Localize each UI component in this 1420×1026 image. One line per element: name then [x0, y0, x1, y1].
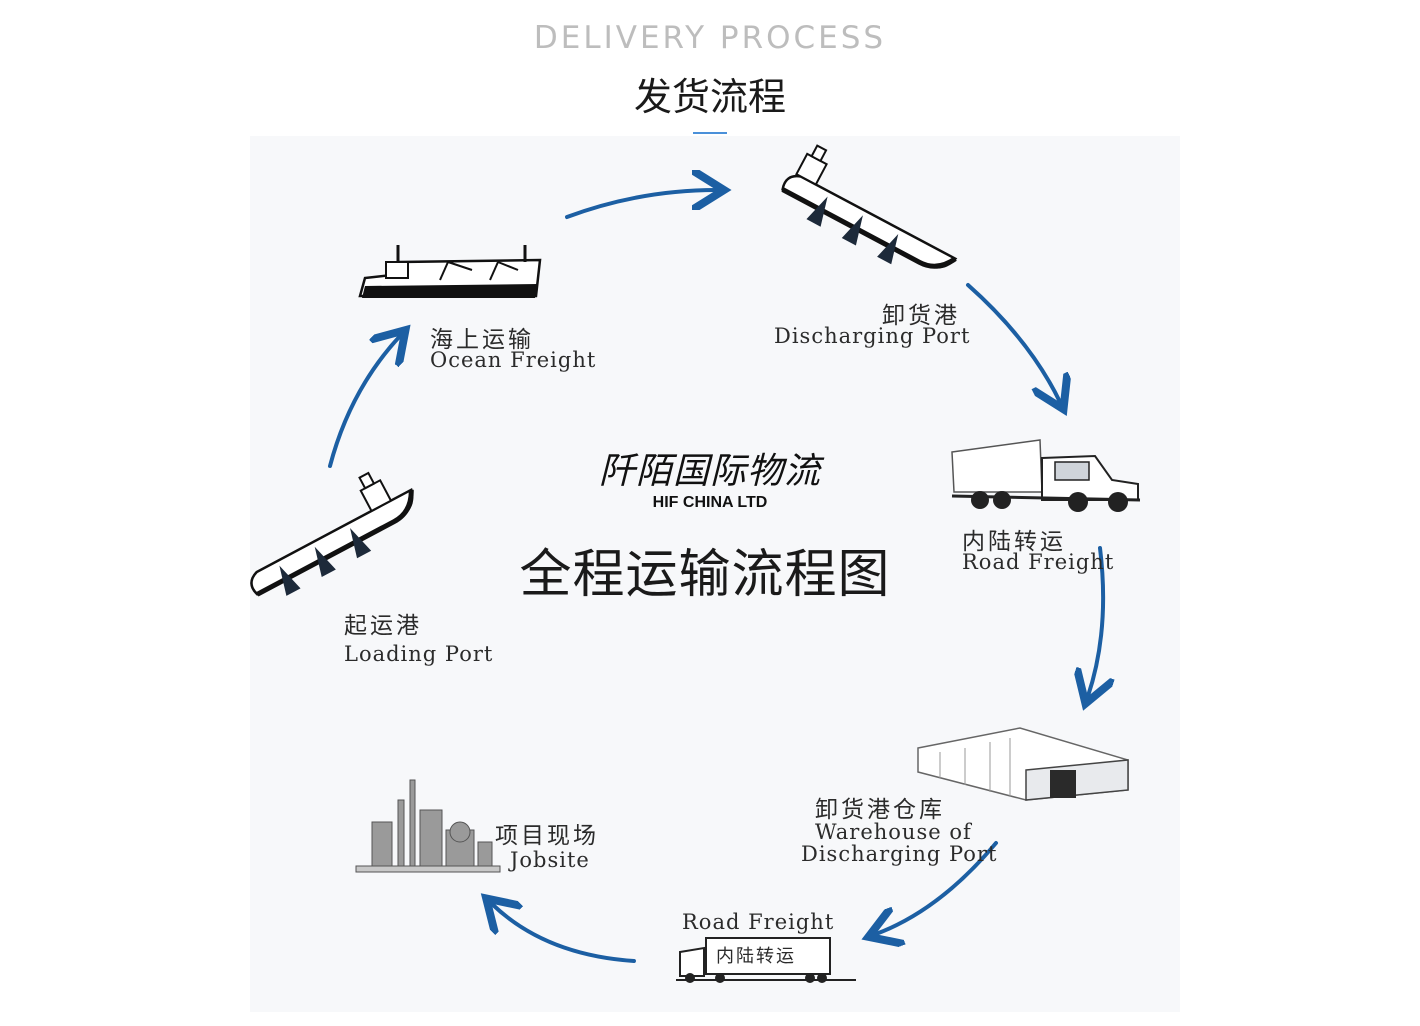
road-freight-1-label-en: Road Freight: [962, 550, 1115, 574]
arrow-discharging-to-road: [966, 283, 1060, 402]
discharging-port-label-en: Discharging Port: [774, 324, 971, 348]
loading-port-label-en: Loading Port: [344, 642, 494, 666]
road-freight-2-truck-text: 内陆转运: [716, 946, 796, 967]
brand-name-en: HIF CHINA LTD: [652, 494, 768, 511]
ocean-freight-ship-icon: [358, 245, 542, 298]
arrow-ocean-to-discharging: [565, 190, 716, 219]
arrow-warehouse-to-road: [876, 841, 998, 934]
diagram-title: 全程运输流程图: [519, 545, 891, 605]
road-freight-1-label-zh: 内陆转运: [962, 529, 1066, 555]
warehouse-label-zh: 卸货港仓库: [815, 797, 945, 823]
warehouse-label-en-line2: Discharging Port: [801, 842, 998, 866]
page-title-en: DELIVERY PROCESS: [533, 20, 887, 56]
jobsite-label-zh: 项目现场: [495, 823, 599, 849]
jobsite-factory-icon: [355, 779, 501, 873]
loading-port-ship-icon: [250, 471, 414, 597]
road-freight-trailer-truck-icon: [676, 937, 856, 983]
brand-name-zh: 阡陌国际物流: [598, 451, 821, 492]
arrow-loading-to-ocean: [328, 336, 400, 468]
jobsite-label-en: Jobsite: [510, 848, 590, 872]
discharging-port-ship-icon: [781, 144, 958, 269]
arrow-road-to-jobsite: [492, 904, 636, 963]
road-freight-2-label-en: Road Freight: [682, 910, 835, 934]
warehouse-label-en-line1: Warehouse of: [815, 820, 972, 844]
discharging-port-label-zh: 卸货港: [882, 303, 960, 329]
page-title-zh: 发货流程: [633, 75, 786, 119]
ocean-freight-label-en: Ocean Freight: [430, 348, 597, 372]
loading-port-label-zh: 起运港: [344, 613, 422, 639]
road-freight-truck-icon: [951, 439, 1141, 512]
warehouse-icon: [917, 727, 1129, 801]
ocean-freight-label-zh: 海上运输: [430, 327, 534, 353]
title-underline: [693, 132, 727, 134]
arrow-road-to-warehouse: [1088, 546, 1103, 696]
